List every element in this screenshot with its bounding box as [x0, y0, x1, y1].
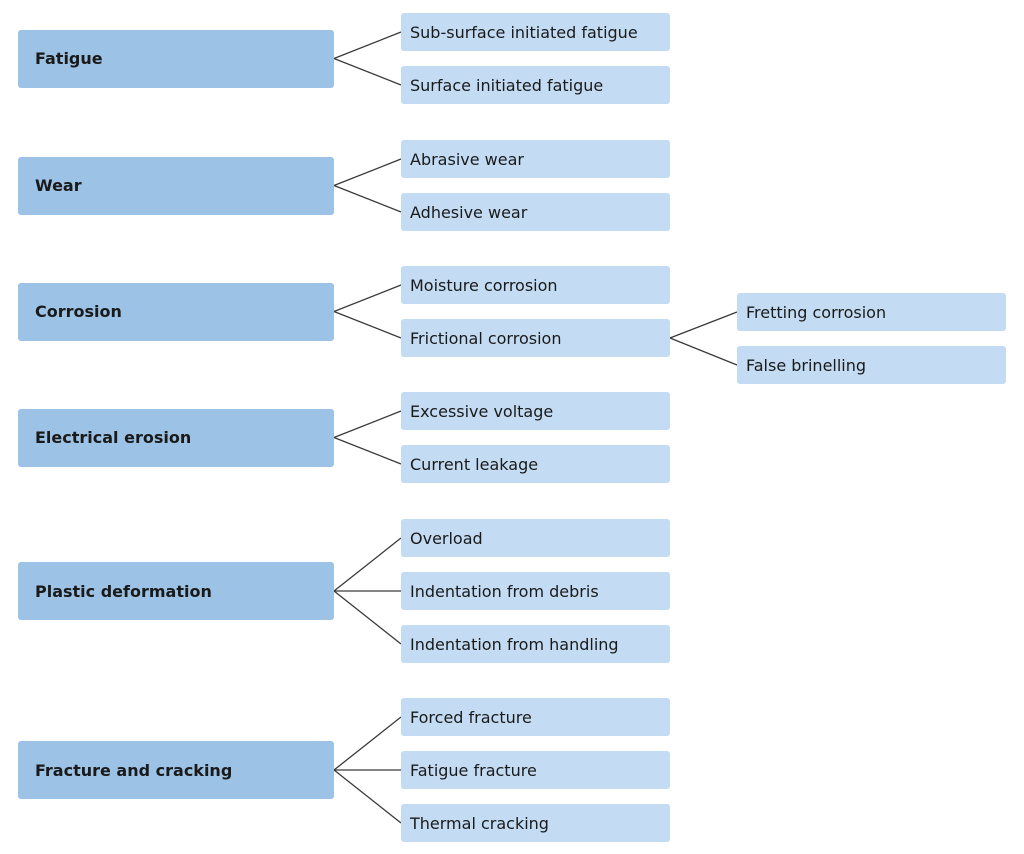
connector-fracture-and-cracking-to-thermal-cracking [333, 769, 402, 824]
secondary-node-moisture-corrosion: Moisture corrosion [401, 266, 670, 304]
primary-label: Electrical erosion [35, 428, 192, 447]
secondary-label: Current leakage [410, 454, 539, 474]
primary-label: Plastic deformation [35, 581, 212, 601]
secondary-node-surface-initiated-fatigue: Surface initiated fatigue [401, 66, 670, 104]
secondary-label: Adhesive wear [410, 202, 528, 222]
secondary-node-overload: Overload [401, 519, 670, 557]
secondary-label: Sub-surface initiated fatigue [410, 22, 638, 42]
secondary-label: Excessive voltage [410, 401, 554, 421]
primary-node-electrical-erosion: Electrical erosion [18, 408, 334, 467]
secondary-label: Abrasive wear [410, 149, 524, 169]
primary-node-plastic-deformation: Plastic deformation [18, 562, 334, 620]
secondary-label: Overload [410, 528, 483, 548]
connector-frictional-corrosion-to-false-brinelling [669, 337, 738, 366]
secondary-label: Forced fracture [410, 707, 532, 727]
connector-plastic-deformation-to-overload [333, 537, 402, 592]
secondary-node-indentation-from-debris: Indentation from debris [401, 572, 670, 610]
secondary-label: Frictional corrosion [410, 328, 562, 348]
connector-wear-to-abrasive-wear [333, 158, 402, 187]
connector-frictional-corrosion-to-fretting-corrosion [669, 311, 738, 339]
secondary-label: Fatigue fracture [410, 760, 537, 780]
primary-label: Wear [35, 176, 82, 195]
connector-fatigue-to-sub-surface-initiated-fatigue [333, 31, 402, 60]
primary-node-wear: Wear [18, 156, 334, 215]
secondary-node-sub-surface-initiated-fatigue: Sub-surface initiated fatigue [401, 13, 670, 51]
tertiary-label: Fretting corrosion [746, 302, 887, 322]
connector-corrosion-to-frictional-corrosion [333, 310, 402, 339]
primary-node-corrosion: Corrosion [18, 282, 334, 341]
connector-wear-to-adhesive-wear [333, 184, 402, 213]
secondary-node-excessive-voltage: Excessive voltage [401, 392, 670, 430]
primary-label: Fracture and cracking [35, 760, 233, 780]
connector-electrical-erosion-to-current-leakage [333, 436, 402, 465]
secondary-node-frictional-corrosion: Frictional corrosion [401, 319, 670, 357]
primary-node-fatigue: Fatigue [18, 29, 334, 88]
primary-node-fracture-and-cracking: Fracture and cracking [18, 741, 334, 799]
connector-corrosion-to-moisture-corrosion [333, 284, 402, 313]
primary-label: Fatigue [35, 49, 103, 68]
connector-plastic-deformation-to-indentation-from-handling [333, 590, 402, 645]
tertiary-node-fretting-corrosion: Fretting corrosion [737, 293, 1006, 331]
tertiary-label: False brinelling [746, 355, 867, 375]
secondary-label: Indentation from debris [410, 581, 599, 601]
secondary-label: Surface initiated fatigue [410, 75, 604, 95]
secondary-label: Thermal cracking [410, 813, 549, 833]
connector-fatigue-to-surface-initiated-fatigue [333, 57, 402, 86]
tertiary-node-false-brinelling: False brinelling [737, 346, 1006, 384]
secondary-node-current-leakage: Current leakage [401, 445, 670, 483]
secondary-label: Indentation from handling [410, 634, 619, 654]
secondary-node-forced-fracture: Forced fracture [401, 698, 670, 736]
connector-fracture-and-cracking-to-forced-fracture [333, 716, 402, 771]
secondary-node-indentation-from-handling: Indentation from handling [401, 625, 670, 663]
secondary-node-abrasive-wear: Abrasive wear [401, 140, 670, 178]
secondary-node-fatigue-fracture: Fatigue fracture [401, 751, 670, 789]
primary-label: Corrosion [35, 302, 122, 321]
secondary-node-thermal-cracking: Thermal cracking [401, 804, 670, 842]
secondary-label: Moisture corrosion [410, 275, 558, 295]
secondary-node-adhesive-wear: Adhesive wear [401, 193, 670, 231]
connector-electrical-erosion-to-excessive-voltage [333, 410, 402, 439]
